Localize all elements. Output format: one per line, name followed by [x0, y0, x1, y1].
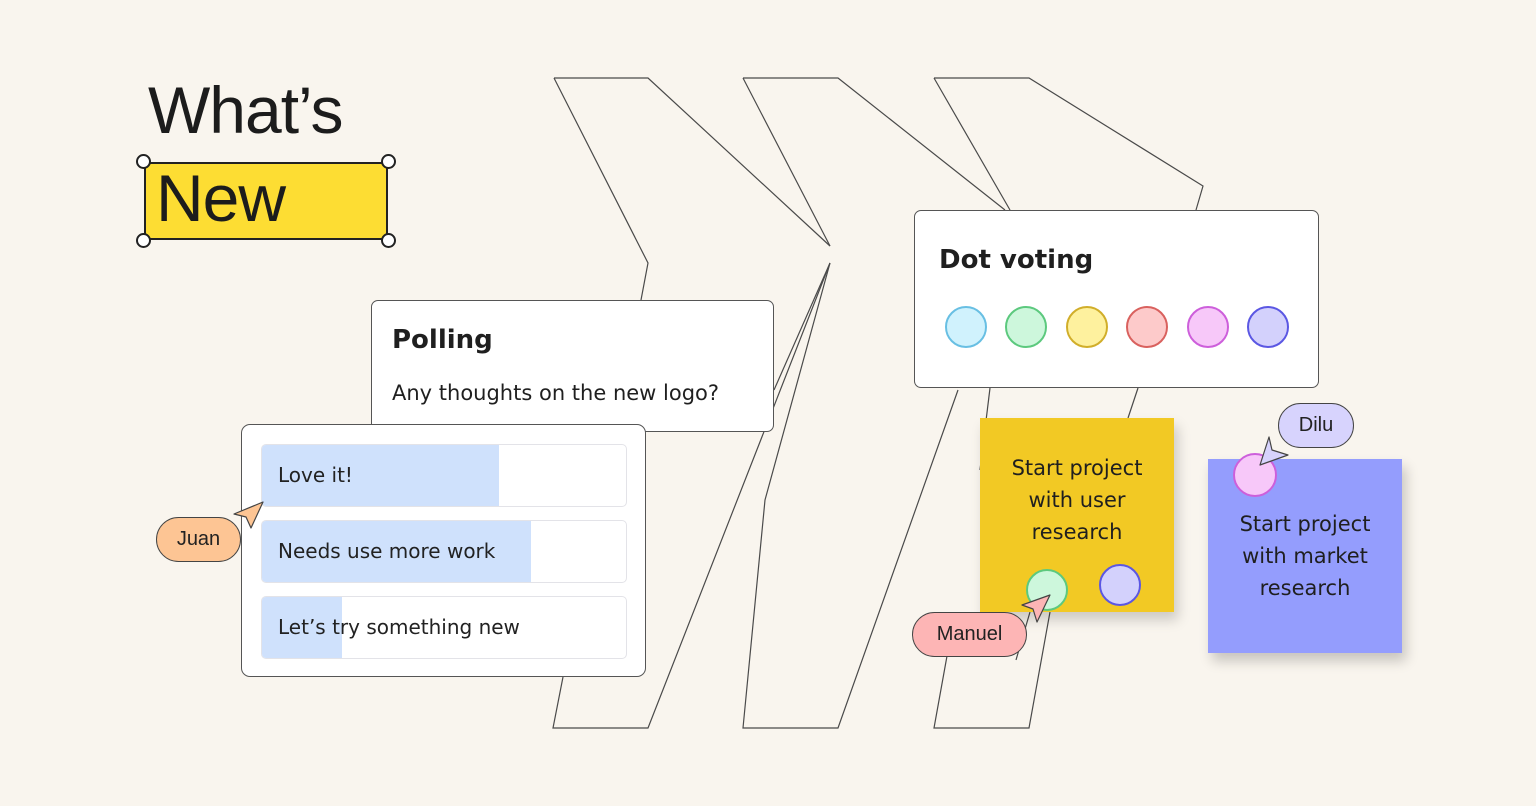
placed-vote-dot-purple[interactable] — [1099, 564, 1141, 606]
cursor-pointer-icon-dilu — [1259, 436, 1289, 466]
polling-question: Any thoughts on the new logo? — [392, 381, 720, 405]
poll-option-result-bar — [262, 521, 532, 582]
chevron-outline-1 — [554, 77, 831, 247]
sticky-note-text: Start project with market research — [1239, 512, 1371, 600]
cursor-label-manuel: Manuel — [912, 612, 1027, 657]
vote-dot-red[interactable] — [1126, 306, 1168, 348]
resize-handle-bottom-left[interactable] — [136, 233, 151, 248]
resize-handle-top-right[interactable] — [381, 154, 396, 169]
polling-card: Polling Any thoughts on the new logo? — [371, 300, 774, 432]
dot-voting-card: Dot voting — [914, 210, 1319, 388]
poll-option-label: Needs use more work — [278, 539, 496, 563]
vote-dot-green[interactable] — [1005, 306, 1047, 348]
cursor-label-juan: Juan — [156, 517, 241, 562]
sticky-note-text: Start project with user research — [1011, 456, 1143, 544]
sticky-note-user-research[interactable]: Start project with user research — [980, 418, 1174, 612]
poll-option-label: Love it! — [278, 463, 353, 487]
cursor-pointer-icon-juan — [233, 501, 264, 529]
headline-whats: What’s — [148, 73, 344, 147]
polling-options-card: Love it! Needs use more work Let’s try s… — [241, 424, 646, 677]
resize-handle-top-left[interactable] — [136, 154, 151, 169]
headline-new: New — [156, 161, 286, 235]
vote-dot-pink[interactable] — [1187, 306, 1229, 348]
cursor-pointer-icon-manuel — [1021, 594, 1051, 623]
poll-option[interactable]: Love it! — [261, 444, 627, 507]
cursor-label-dilu: Dilu — [1278, 403, 1354, 448]
dot-voting-title: Dot voting — [939, 245, 1094, 275]
sticky-note-market-research[interactable]: Start project with market research — [1208, 453, 1402, 653]
poll-option[interactable]: Let’s try something new — [261, 596, 627, 659]
poll-option[interactable]: Needs use more work — [261, 520, 627, 583]
headline-new-selection[interactable]: New — [136, 154, 396, 248]
vote-dot-yellow[interactable] — [1066, 306, 1108, 348]
vote-dot-purple[interactable] — [1247, 306, 1289, 348]
poll-option-result-bar — [262, 597, 343, 658]
vote-dot-blue[interactable] — [945, 306, 987, 348]
polling-title: Polling — [392, 325, 493, 355]
poll-option-label: Let’s try something new — [278, 615, 520, 639]
resize-handle-bottom-right[interactable] — [381, 233, 396, 248]
poll-option-result-bar — [262, 445, 499, 506]
